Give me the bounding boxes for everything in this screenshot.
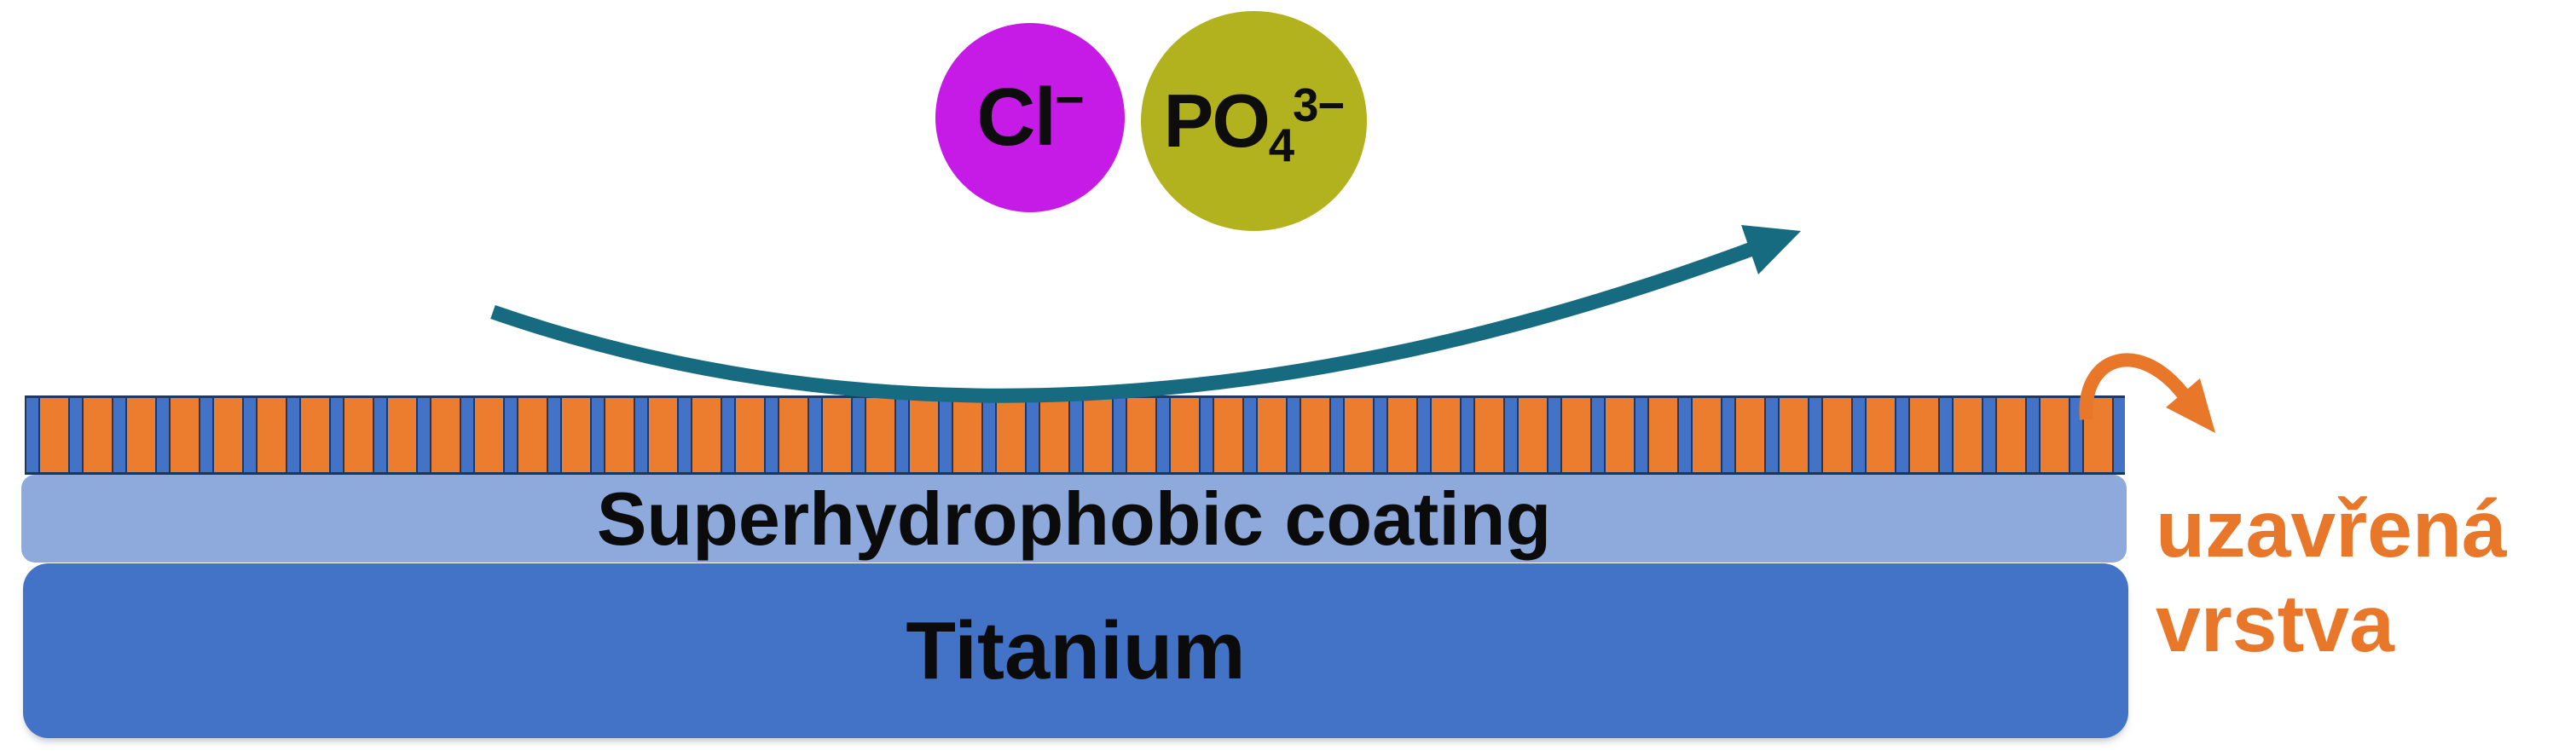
titanium-layer: Titanium	[23, 563, 2128, 738]
sealed-layer-annotation: uzavřená vrstva	[2156, 482, 2507, 672]
coating-layer: Superhydrophobic coating	[21, 475, 2127, 563]
annotation-line1: uzavřená	[2156, 484, 2507, 574]
chloride-symbol: Cl	[976, 72, 1056, 163]
titanium-label: Titanium	[906, 604, 1246, 696]
phosphate-subscript: 4	[1268, 119, 1294, 172]
coating-label: Superhydrophobic coating	[596, 476, 1552, 561]
phosphate-symbol: PO	[1163, 78, 1271, 163]
pillared-sealed-layer	[25, 395, 2125, 475]
annotation-line2: vrstva	[2156, 579, 2394, 670]
chloride-charge: −	[1055, 71, 1085, 129]
phosphate-charge: 3−	[1293, 79, 1345, 131]
chloride-ion-label: Cl−	[976, 71, 1085, 164]
bounce-arrow-icon	[490, 225, 1801, 403]
chloride-ion: Cl−	[935, 23, 1125, 212]
